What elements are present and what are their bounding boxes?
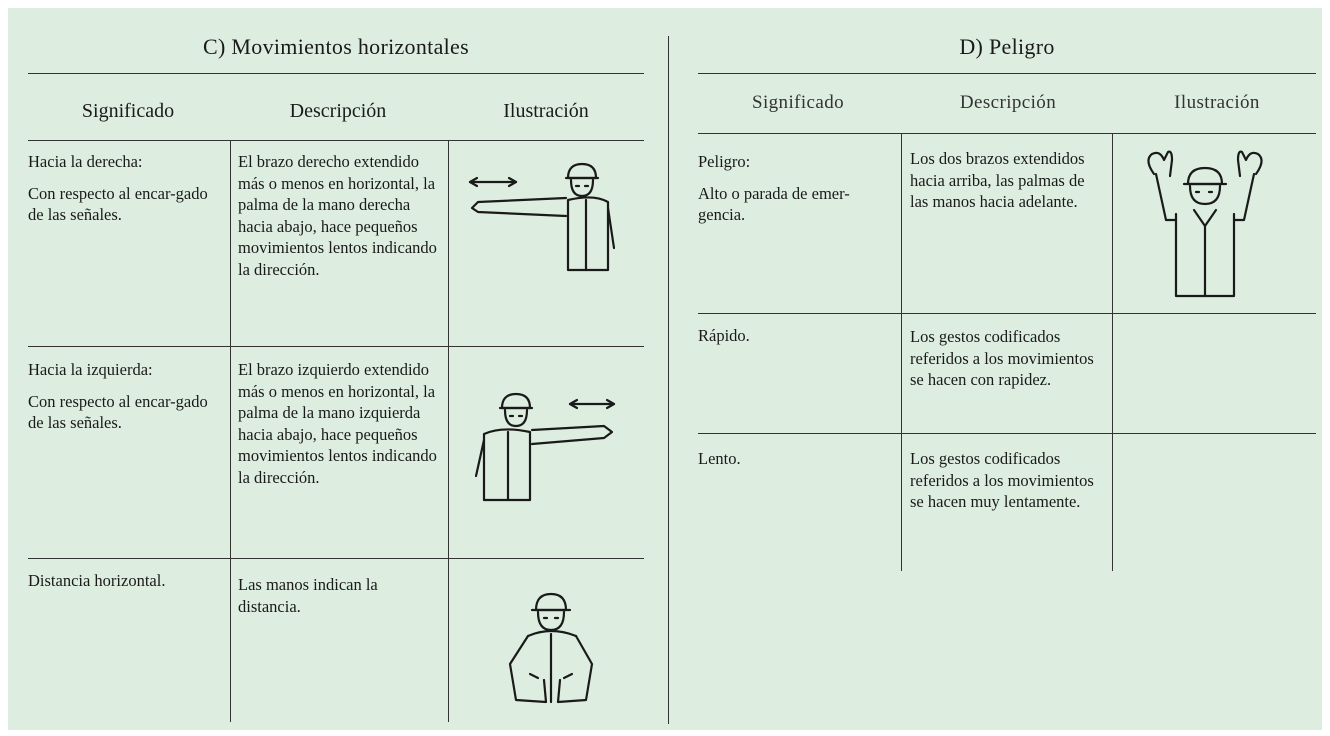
row-meaning: Hacia la izquierda: <box>28 360 153 379</box>
row-description: Los gestos codificados referidos a los m… <box>910 449 1094 511</box>
section-title: C) Movimientos horizontales <box>203 34 469 59</box>
header-ilustracion: Ilustración <box>1174 92 1260 113</box>
row-rule <box>698 433 1316 434</box>
column-rule <box>448 140 449 722</box>
signal-both-arms-up-icon <box>1136 150 1276 302</box>
header-descripcion: Descripción <box>289 100 387 122</box>
row-meaning: Lento. <box>698 449 741 468</box>
table-row: Rápido. <box>698 325 894 347</box>
section-danger: D) Peligro Significado Descripción Ilust… <box>698 8 1316 730</box>
header-significado: Significado <box>752 92 844 113</box>
header-descripcion: Descripción <box>959 92 1057 113</box>
signal-left-arm-icon <box>466 386 616 506</box>
row-meaning: Distancia horizontal. <box>28 571 166 590</box>
section-divider <box>668 36 669 724</box>
table-row: Hacia la izquierda: Con respecto al enca… <box>28 359 222 434</box>
header-significado: Significado <box>81 100 175 122</box>
table-row: Lento. <box>698 448 894 470</box>
column-rule <box>901 133 902 571</box>
row-meaning: Peligro: <box>698 152 751 171</box>
row-description: El brazo izquierdo extendido más o menos… <box>238 360 437 487</box>
table-row: Hacia la derecha: Con respecto al encar-… <box>28 151 222 226</box>
row-meaning-note: Con respecto al encar-gado de las señale… <box>28 391 208 433</box>
column-rule <box>1112 133 1113 571</box>
document-panel: C) Movimientos horizontales Significado … <box>8 8 1322 730</box>
row-meaning: Rápido. <box>698 326 750 345</box>
row-rule <box>28 558 644 559</box>
row-meaning-note: Con respecto al encar-gado de las señale… <box>28 183 208 225</box>
row-description: El brazo derecho extendido más o menos e… <box>238 152 437 279</box>
row-meaning-note: Alto o parada de emer-gencia. <box>698 183 850 225</box>
column-rule <box>230 140 231 722</box>
title-rule <box>698 73 1316 74</box>
signal-hands-distance-icon <box>500 590 600 720</box>
row-meaning: Hacia la derecha: <box>28 152 143 171</box>
row-rule <box>698 313 1316 314</box>
header-rule <box>698 133 1316 134</box>
table-row: Peligro: Alto o parada de emer-gencia. <box>698 151 894 226</box>
header-rule <box>28 140 644 141</box>
row-rule <box>28 346 644 347</box>
signal-right-arm-icon <box>468 160 618 280</box>
section-title: D) Peligro <box>959 34 1055 59</box>
row-description: Los dos brazos extendidos hacia arriba, … <box>910 149 1085 211</box>
header-ilustracion: Ilustración <box>503 100 589 122</box>
table-row: Distancia horizontal. <box>28 570 222 592</box>
row-description: Las manos indican la distancia. <box>238 575 378 616</box>
title-rule <box>28 73 644 74</box>
row-description: Los gestos codificados referidos a los m… <box>910 327 1094 389</box>
section-horizontal-movements: C) Movimientos horizontales Significado … <box>28 8 644 730</box>
